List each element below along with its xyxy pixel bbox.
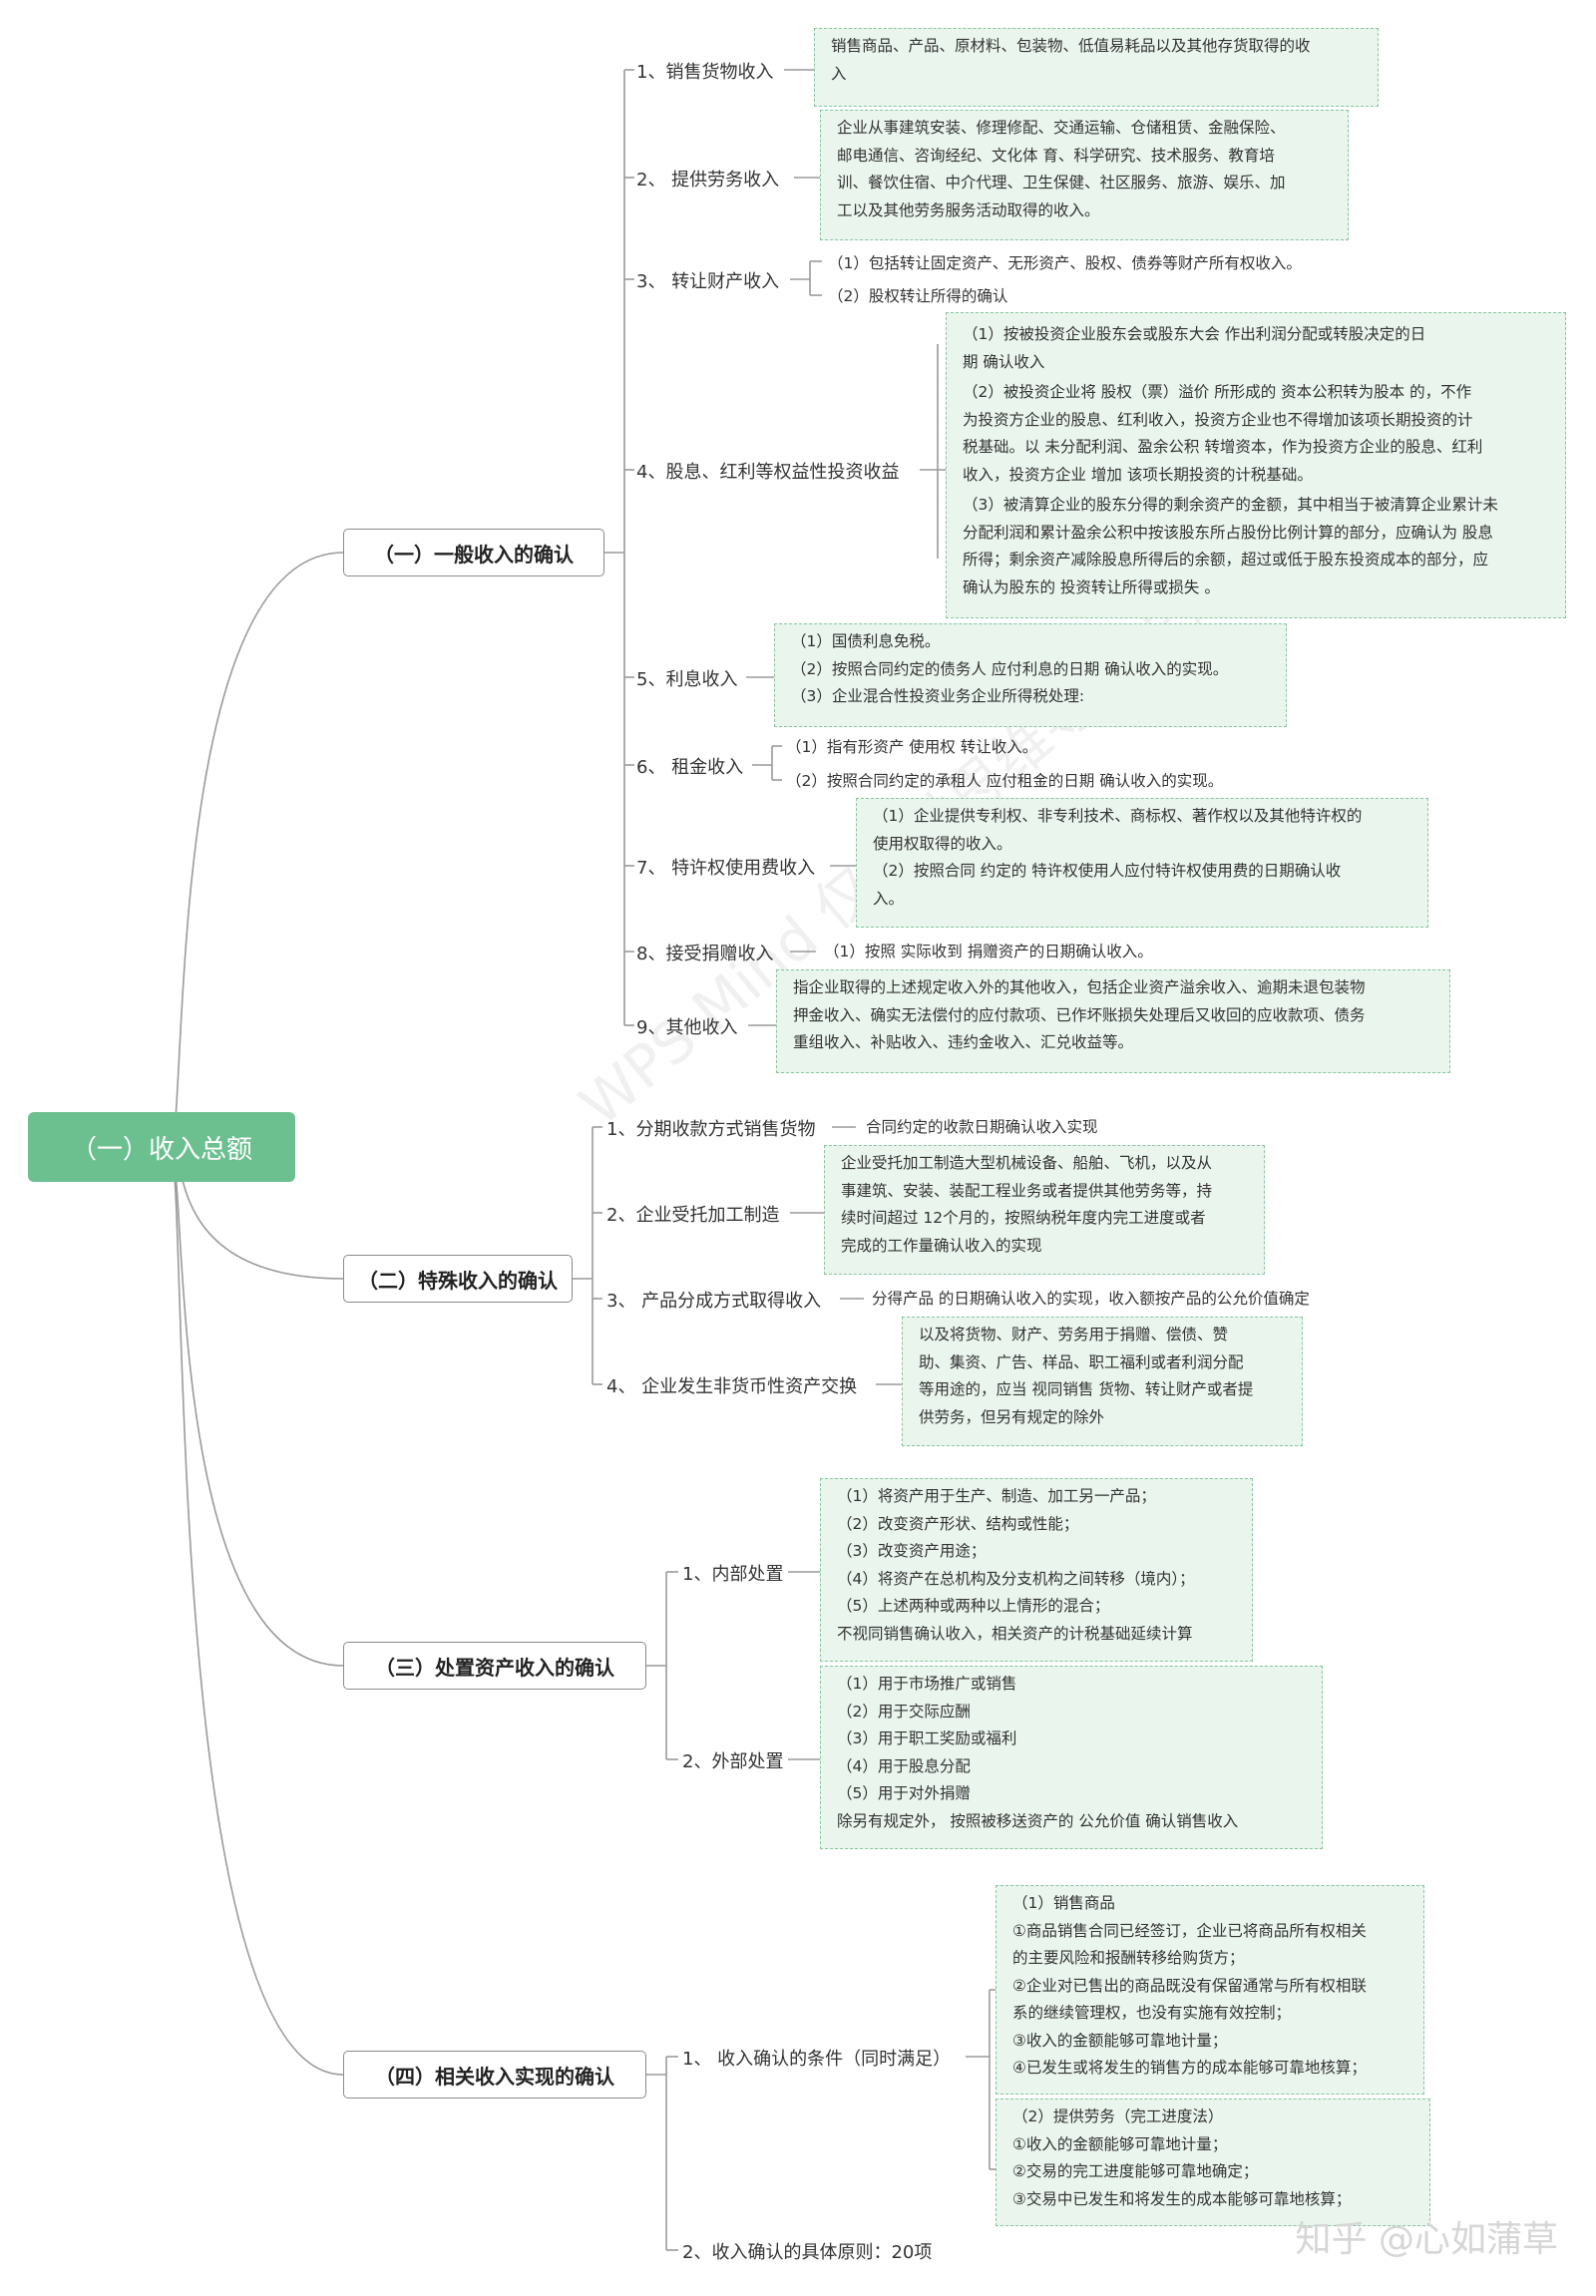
item-external-disposal[interactable]: 2、外部处置: [682, 1751, 784, 1772]
item-other-income[interactable]: 9、其他收入: [636, 1017, 738, 1038]
root-connector-1: [169, 552, 344, 1148]
item-installment-sales[interactable]: 1、分期收款方式销售货物: [606, 1119, 816, 1140]
item-dividends[interactable]: 4、股息、红利等权益性投资收益: [636, 462, 900, 483]
text-rent-2: （2）按照合同约定的承租人 应付租金的日期 确认收入的实现。: [786, 772, 1224, 790]
note-dividends: （1）按被投资企业股东会或股东大会 作出利润分配或转股决定的日期 确认收入（2）…: [946, 312, 1566, 618]
note-internal-disposal: （1）将资产用于生产、制造、加工另一产品；（2）改变资产形状、结构或性能；（3）…: [820, 1478, 1253, 1662]
root-connector-3: [169, 1146, 344, 1667]
item-donations[interactable]: 8、接受捐赠收入: [636, 944, 774, 964]
note-sales-goods: 销售商品、产品、原材料、包装物、低值易耗品以及其他存货取得的收入: [814, 28, 1379, 107]
section-revenue-recognition[interactable]: （四）相关收入实现的确认: [343, 2051, 646, 2099]
item-labor-services[interactable]: 2、 提供劳务收入: [636, 170, 780, 191]
note-royalties: （1）企业提供专利权、非专利技术、商标权、著作权以及其他特许权的使用权取得的收入…: [856, 798, 1428, 928]
item-sales-goods[interactable]: 1、销售货物收入: [636, 62, 774, 83]
text-product-sharing: 分得产品 的日期确认收入的实现，收入额按产品的公允价值确定: [872, 1290, 1310, 1308]
text-property-transfer-1: （1）包括转让固定资产、无形资产、股权、债券等财产所有权收入。: [828, 254, 1302, 272]
item-property-transfer[interactable]: 3、 转让财产收入: [636, 271, 780, 292]
item-recognition-conditions[interactable]: 1、 收入确认的条件（同时满足）: [682, 2049, 952, 2070]
note-interest: （1）国债利息免税。（2）按照合同约定的债务人 应付利息的日期 确认收入的实现。…: [774, 623, 1287, 727]
item-internal-disposal[interactable]: 1、内部处置: [682, 1564, 784, 1585]
section-asset-disposal[interactable]: （三）处置资产收入的确认: [343, 1642, 646, 1690]
item-specific-principles[interactable]: 2、收入确认的具体原则：20项: [682, 2242, 933, 2263]
item-contract-processing[interactable]: 2、企业受托加工制造: [606, 1205, 780, 1226]
note-service-conditions: （2）提供劳务（完工进度法）①收入的金额能够可靠地计量；②交易的完工进度能够可靠…: [996, 2099, 1430, 2226]
text-rent-1: （1）指有形资产 使用权 转让收入。: [786, 738, 1038, 756]
text-donations: （1）按照 实际收到 捐赠资产的日期确认收入。: [824, 943, 1153, 960]
note-other-income: 指企业取得的上述规定收入外的其他收入，包括企业资产溢余收入、逾期未退包装物押金收…: [776, 969, 1450, 1073]
text-property-transfer-2: （2）股权转让所得的确认: [828, 287, 1008, 305]
root-node[interactable]: （一）收入总额: [28, 1112, 295, 1182]
item-royalties[interactable]: 7、 特许权使用费收入: [636, 858, 816, 879]
item-product-sharing[interactable]: 3、 产品分成方式取得收入: [606, 1291, 822, 1312]
text-installment-sales: 合同约定的收款日期确认收入实现: [866, 1118, 1098, 1136]
item-interest[interactable]: 5、利息收入: [636, 669, 738, 690]
note-nonmonetary-exchange: 以及将货物、财产、劳务用于捐赠、偿债、赞助、集资、广告、样品、职工福利或者利润分…: [902, 1317, 1303, 1446]
credit-watermark: 知乎 @心如蒲草: [1295, 2219, 1558, 2260]
item-nonmonetary-exchange[interactable]: 4、 企业发生非货币性资产交换: [606, 1376, 858, 1397]
note-external-disposal: （1）用于市场推广或销售（2）用于交际应酬（3）用于职工奖励或福利（4）用于股息…: [820, 1666, 1323, 1849]
note-contract-processing: 企业受托加工制造大型机械设备、船舶、飞机，以及从事建筑、安装、装配工程业务或者提…: [824, 1145, 1265, 1275]
section-special-income[interactable]: （二）特殊收入的确认: [343, 1255, 573, 1303]
section-general-income[interactable]: （一）一般收入的确认: [343, 529, 604, 576]
note-labor-services: 企业从事建筑安装、修理修配、交通运输、仓储租赁、金融保险、邮电通信、咨询经纪、文…: [820, 110, 1349, 240]
root-connector-4: [169, 1146, 344, 2076]
item-rent[interactable]: 6、 租金收入: [636, 757, 744, 778]
